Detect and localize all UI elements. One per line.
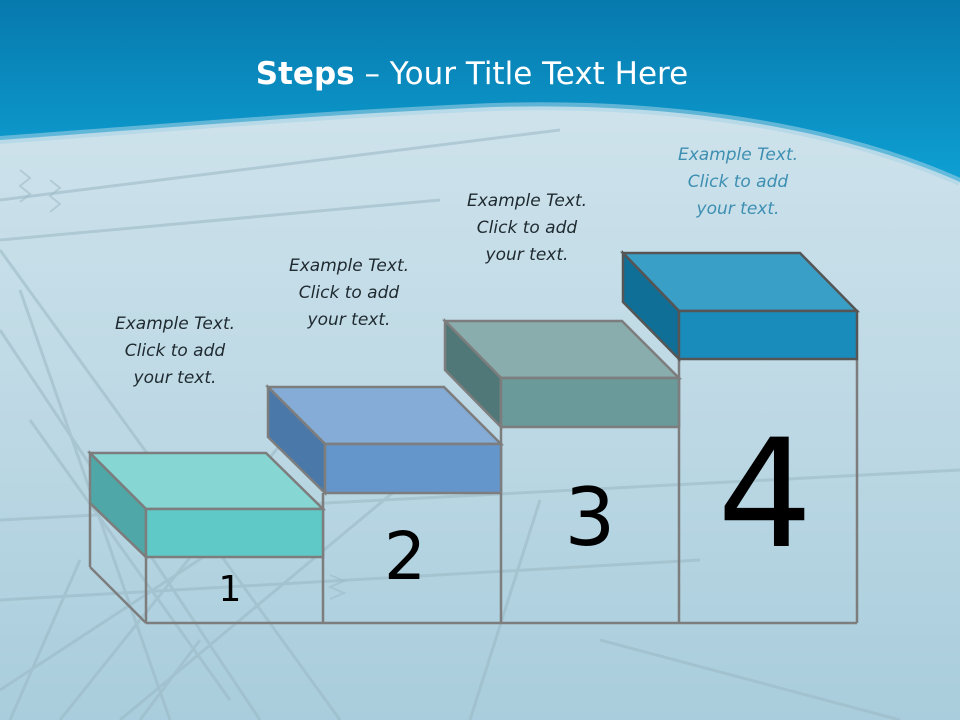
caption-line: Example Text. — [114, 314, 236, 334]
step-3-caption[interactable]: Example Text. Click to add your text. — [432, 188, 622, 269]
step-1-block[interactable] — [86, 449, 327, 560]
title-bold: Steps — [255, 56, 355, 92]
slide-title[interactable]: Steps – Your Title Text Here — [0, 56, 944, 92]
caption-line: Click to add — [687, 172, 789, 192]
step-4-number: 4 — [717, 408, 813, 582]
caption-line: Example Text. — [466, 191, 588, 211]
caption-line: Example Text. — [288, 256, 410, 276]
step-4-block[interactable] — [620, 249, 860, 363]
caption-line: your text. — [696, 199, 780, 219]
caption-line: your text. — [133, 368, 217, 388]
header-band — [0, 0, 960, 182]
caption-line: Click to add — [124, 341, 226, 361]
step-3-number: 3 — [564, 471, 616, 564]
caption-line: your text. — [307, 310, 391, 330]
step-1-caption[interactable]: Example Text. Click to add your text. — [80, 311, 270, 392]
step-2-block[interactable] — [264, 383, 505, 496]
caption-line: Click to add — [476, 218, 578, 238]
title-rest: – Your Title Text Here — [354, 56, 689, 92]
step-2-number: 2 — [384, 518, 426, 595]
caption-line: your text. — [485, 245, 569, 265]
step-2-caption[interactable]: Example Text. Click to add your text. — [254, 253, 444, 334]
step-3-block[interactable] — [442, 317, 683, 431]
step-1-number: 1 — [218, 569, 242, 610]
caption-line: Click to add — [298, 283, 400, 303]
step-4-caption[interactable]: Example Text. Click to add your text. — [643, 142, 833, 223]
caption-line: Example Text. — [677, 145, 799, 165]
